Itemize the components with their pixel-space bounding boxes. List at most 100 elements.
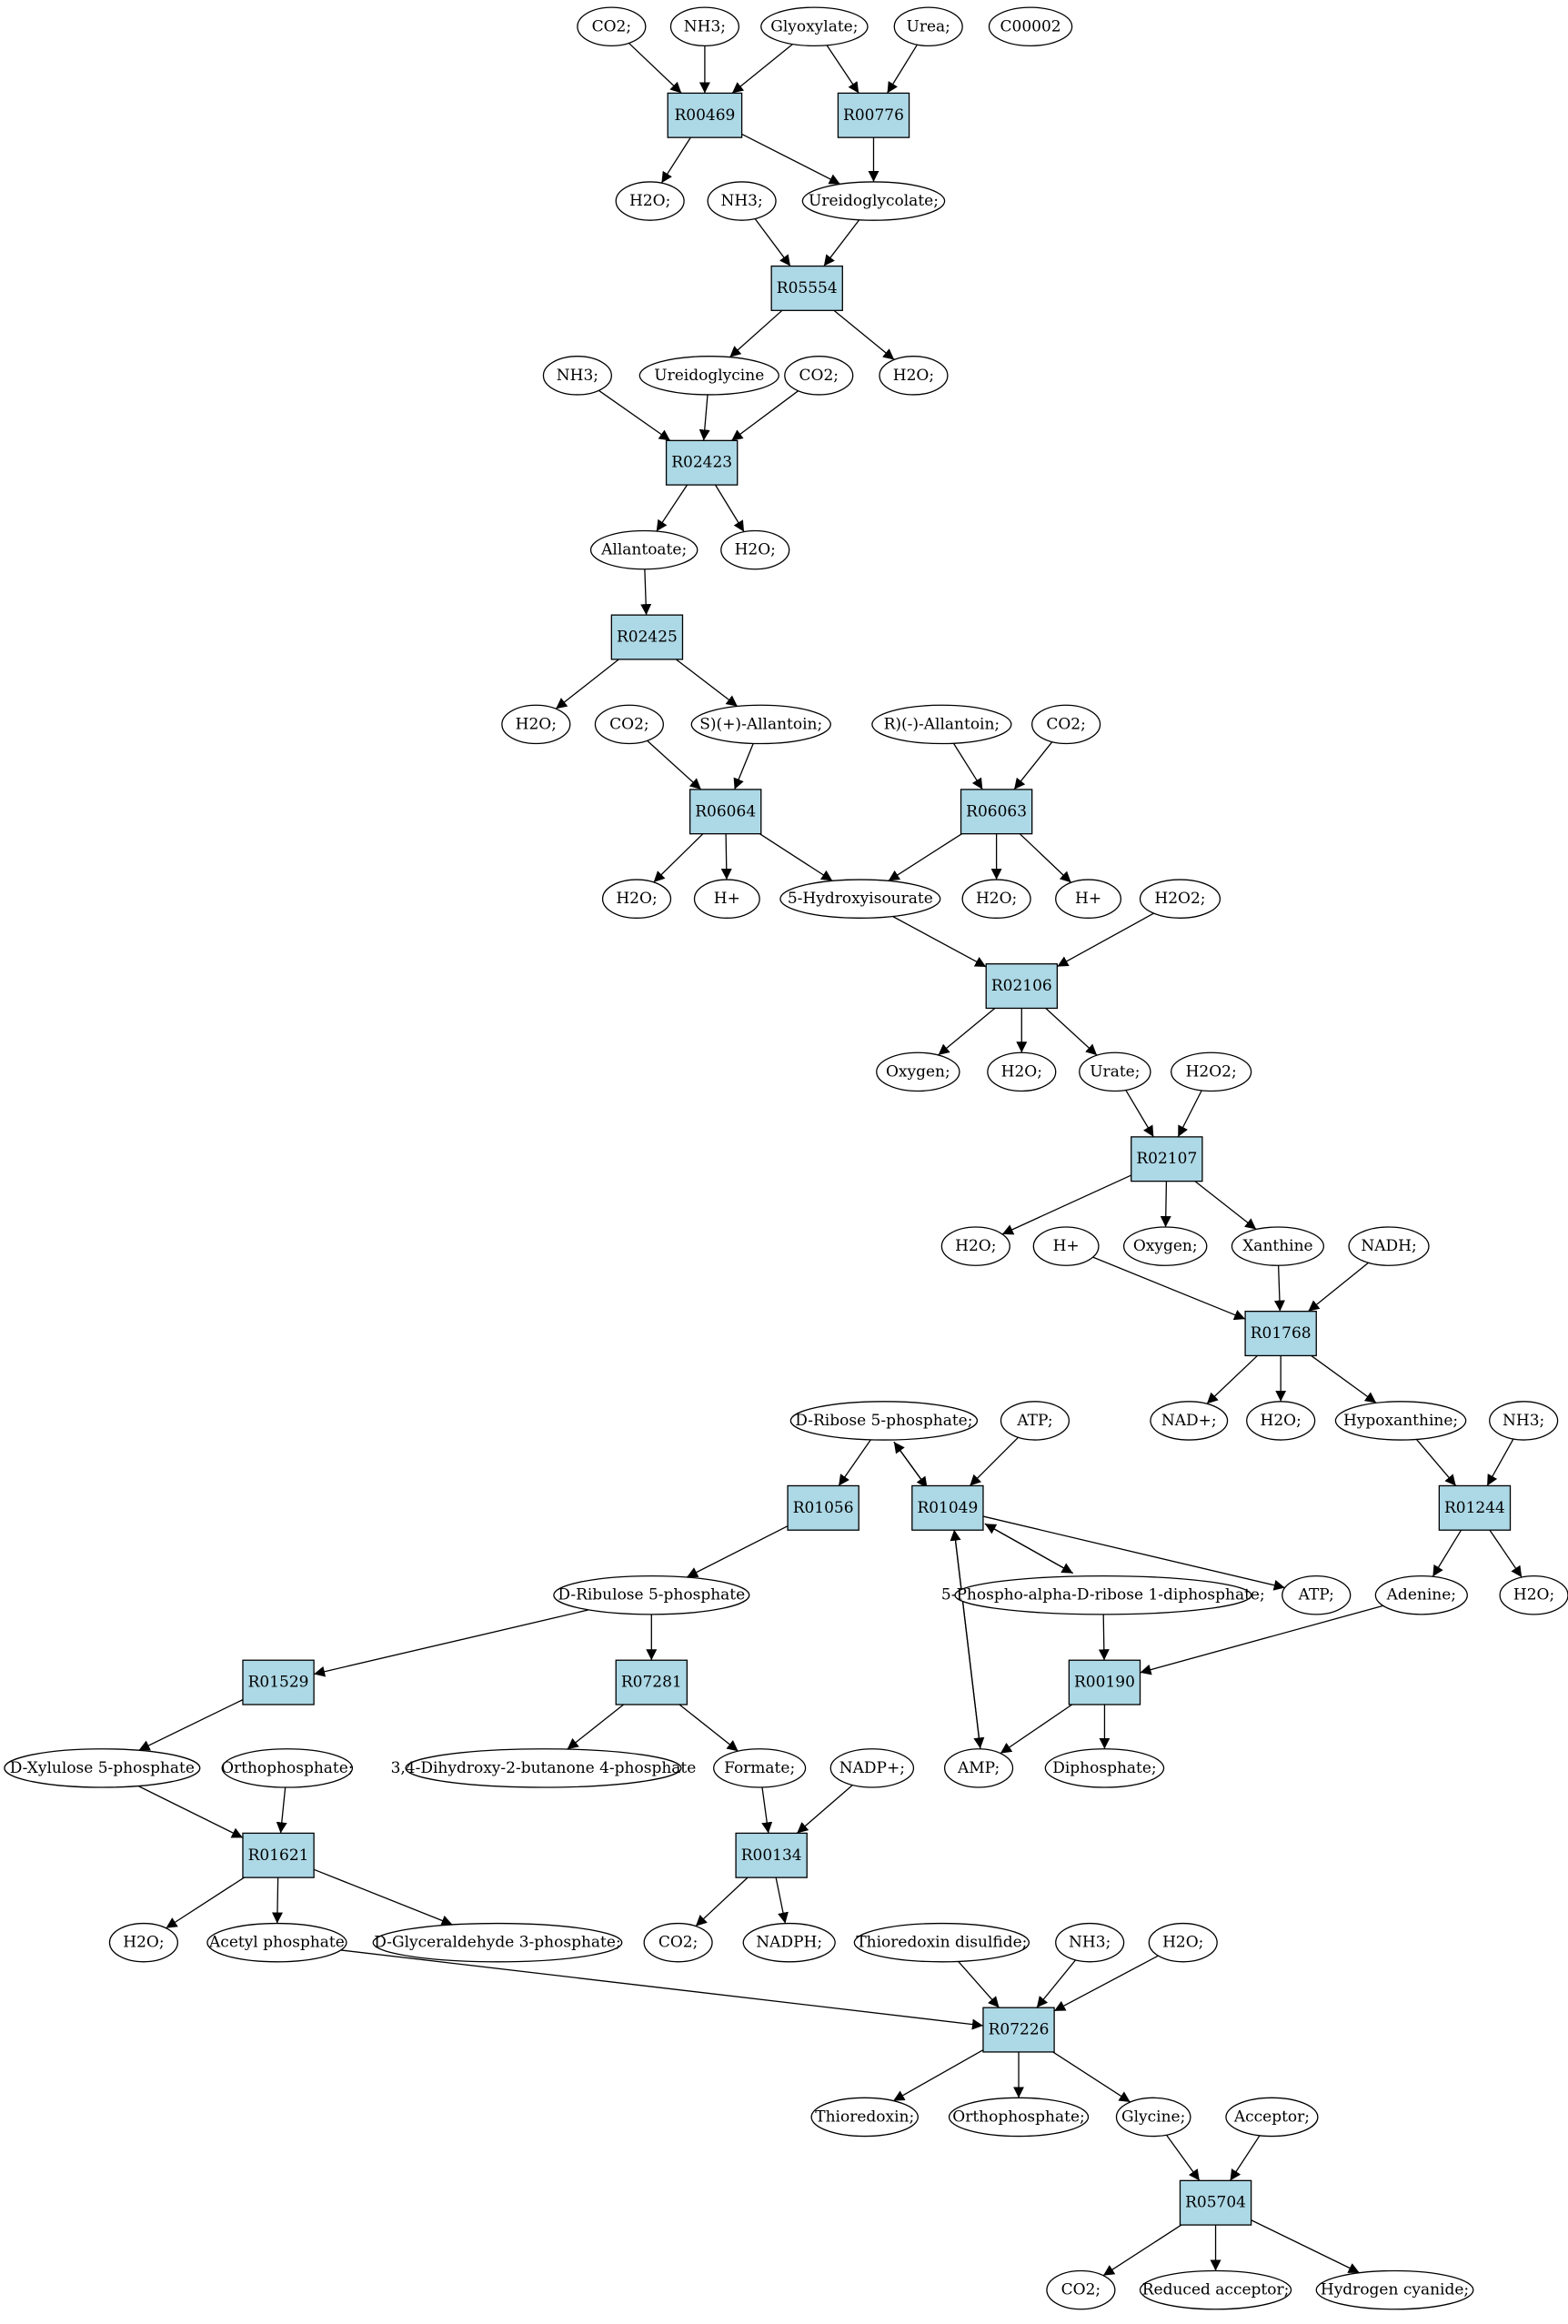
edge-c_allantoate-to-r_R02425 <box>640 568 652 616</box>
compound-node-c_co2_3: CO2; <box>594 704 664 745</box>
node-label: Urea; <box>907 17 950 35</box>
compound-ellipse <box>1122 1226 1208 1266</box>
edge-r_R01621-to-c_h2o_11 <box>166 1876 245 1929</box>
compound-node-c_urea: Urea; <box>893 6 963 47</box>
compound-node-c_nadpplus: NADP+; <box>829 1748 915 1788</box>
edge-layer <box>137 42 1523 2277</box>
node-label: ATP; <box>1016 1412 1052 1430</box>
edge-r_R02107-to-c_h2o_8 <box>1001 1174 1132 1235</box>
compound-ellipse <box>1044 1748 1165 1788</box>
compound-ellipse <box>948 2097 1090 2138</box>
edge-c_urate-to-r_R02107 <box>1125 1090 1154 1138</box>
node-label: H2O; <box>955 1237 996 1255</box>
edge-c_hypoxanthine-to-r_R01244 <box>1415 1439 1457 1486</box>
compound-ellipse <box>1000 1401 1070 1441</box>
node-label: Adenine; <box>1386 1586 1456 1605</box>
edge-c_nh3_2-to-r_R05554 <box>754 218 791 267</box>
compound-ellipse <box>1315 2269 1474 2310</box>
edge-c_h2o2_2-to-r_R02107 <box>1177 1090 1202 1138</box>
compound-ellipse <box>206 1922 347 1963</box>
compound-node-c_h2o_4: H2O; <box>501 704 571 745</box>
node-label: H2O; <box>516 715 557 733</box>
compound-ellipse <box>594 704 664 745</box>
compound-ellipse <box>1055 1922 1125 1963</box>
node-label: H2O; <box>1261 1412 1302 1430</box>
edge-c_ureidoglycine-to-r_R02423 <box>699 394 710 441</box>
reaction-node-r_R02423: R02423 <box>665 439 739 486</box>
compound-node-c_h2o2_1: H2O2; <box>1139 879 1221 919</box>
node-label: H2O; <box>1513 1586 1554 1605</box>
compound-ellipse <box>1031 704 1101 745</box>
compound-ellipse <box>1374 1574 1468 1615</box>
node-label: R06063 <box>966 802 1027 820</box>
compound-ellipse <box>1139 2269 1292 2310</box>
compound-ellipse <box>801 181 946 221</box>
edge-r_R07281-to-c_dhbp <box>567 1704 624 1750</box>
compound-ellipse <box>1499 1574 1568 1615</box>
compound-node-c_allantoate: Allantoate; <box>589 529 699 570</box>
compound-ellipse <box>893 6 963 47</box>
edge-r_R02423-to-c_h2o_3 <box>714 484 745 532</box>
edge-c_hplus_3-to-r_R01768 <box>1092 1256 1246 1321</box>
reaction-node-r_R05704: R05704 <box>1179 2179 1252 2226</box>
compound-ellipse <box>707 181 777 221</box>
reaction-node-r_R06064: R06064 <box>689 789 762 835</box>
edge-c_glycine-to-r_R05704 <box>1165 2134 1201 2181</box>
node-label: R07226 <box>989 2021 1050 2039</box>
compound-node-c_nh3_4: NH3; <box>1489 1401 1559 1441</box>
edge-r_R02425-to-c_s_allantoin <box>675 659 739 708</box>
node-label: R02423 <box>671 454 732 472</box>
reaction-node-r_R01056: R01056 <box>787 1484 859 1531</box>
compound-ellipse <box>1225 2097 1319 2138</box>
compound-ellipse <box>693 879 760 919</box>
compound-node-c_co2_4: CO2; <box>1031 704 1101 745</box>
compound-node-c_acetylp: Acetyl phosphate <box>206 1922 347 1963</box>
reaction-node-r_R01768: R01768 <box>1244 1311 1317 1357</box>
compound-ellipse <box>1046 2269 1116 2310</box>
node-label: R07281 <box>621 1674 682 1692</box>
compound-ellipse <box>1282 1574 1352 1615</box>
node-label: Reduced acceptor; <box>1142 2281 1290 2299</box>
reaction-box <box>689 789 762 835</box>
reaction-node-r_R07226: R07226 <box>982 2007 1055 2053</box>
compound-node-c_h2o_1: H2O; <box>615 181 685 221</box>
node-label: R01056 <box>793 1499 854 1517</box>
node-label: NADP+; <box>839 1759 905 1777</box>
reaction-box <box>1068 1659 1141 1705</box>
compound-ellipse <box>615 181 685 221</box>
compound-ellipse <box>1231 1226 1325 1266</box>
edge-r_R00134-to-c_co2_5 <box>695 1876 749 1927</box>
compound-node-c_h2o_10: H2O; <box>1499 1574 1568 1615</box>
edge-c_5hiu-to-r_R02106 <box>892 915 987 968</box>
compound-node-c_h2o_8: H2O; <box>940 1226 1010 1266</box>
edge-r_R02425-to-c_h2o_4 <box>555 659 619 709</box>
compound-ellipse <box>1115 2097 1191 2138</box>
compound-node-c_orthophosphate_2: Orthophosphate; <box>948 2097 1090 2138</box>
compound-node-c_r_allantoin: R)(-)-Allantoin; <box>871 704 1012 745</box>
edge-r_R01529-to-c_xylulose5p <box>138 1699 244 1751</box>
reaction-box <box>787 1484 859 1531</box>
edge-r_R00190-to-c_amp <box>1000 1704 1073 1755</box>
edge-r_R06064-to-c_5hiu <box>759 833 833 881</box>
node-label: Thioredoxin disulfide; <box>856 1934 1027 1952</box>
edge-c_urea-to-r_R00776 <box>886 44 918 94</box>
reaction-box <box>1131 1136 1203 1182</box>
compound-ellipse <box>760 6 869 47</box>
compound-ellipse <box>589 529 699 570</box>
reaction-box <box>982 2007 1055 2053</box>
compound-ellipse <box>405 1748 682 1788</box>
compound-ellipse <box>853 1922 1030 1963</box>
compound-ellipse <box>1171 1051 1252 1092</box>
reaction-node-r_R02106: R02106 <box>985 963 1059 1010</box>
edge-c_nh3_3-to-r_R02423 <box>598 389 671 441</box>
node-label: H2O; <box>735 541 776 559</box>
compound-node-c_nh3_2: NH3; <box>707 181 777 221</box>
compound-node-c_formate: Formate; <box>713 1748 807 1788</box>
compound-node-c_atp_2: ATP; <box>1282 1574 1352 1615</box>
edge-c_nadpplus-to-r_R00134 <box>796 1785 853 1834</box>
compound-node-c_xanthine: Xanthine <box>1231 1226 1325 1266</box>
reaction-box <box>1179 2179 1252 2226</box>
compound-ellipse <box>876 1051 960 1092</box>
reaction-box <box>667 92 743 138</box>
